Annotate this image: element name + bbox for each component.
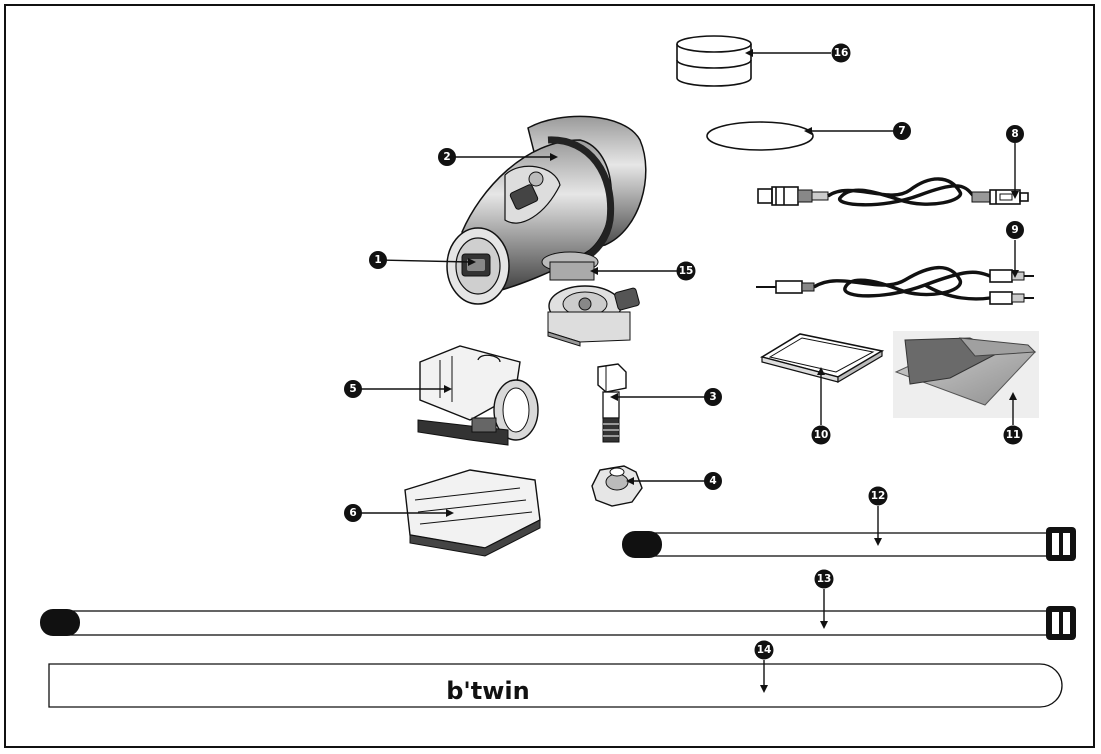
svg-text:15: 15: [679, 265, 694, 277]
svg-text:6: 6: [349, 507, 356, 519]
svg-text:12: 12: [871, 490, 886, 502]
callout-10: 10: [811, 425, 831, 445]
callout-16: 16: [831, 43, 851, 63]
callout-14: 14: [754, 640, 774, 660]
svg-text:9: 9: [1011, 224, 1018, 236]
item-12-short-strap: [622, 527, 1076, 561]
item-14-branded-strap: b'twin: [48, 663, 1063, 708]
callout-11: 11: [1003, 425, 1023, 445]
item-5-handlebar-clamp: [417, 345, 539, 446]
svg-text:4: 4: [709, 475, 716, 487]
item-camera: [446, 115, 647, 305]
callout-13: 13: [814, 569, 834, 589]
item-4-knob: [591, 465, 643, 507]
callout-7: 7: [893, 122, 911, 140]
callout-5: 5: [344, 380, 362, 398]
callout-12: 12: [868, 486, 888, 506]
leader-arrowheads: [444, 49, 1019, 693]
callout-1: 1: [369, 251, 387, 269]
item-13-long-strap: [40, 606, 1076, 640]
callout-3: 3: [704, 388, 722, 406]
svg-text:1: 1: [374, 254, 381, 266]
item-8-usb-cable: [757, 177, 1029, 207]
svg-text:7: 7: [898, 125, 905, 137]
callout-8: 8: [1006, 125, 1024, 143]
svg-text:3: 3: [709, 391, 716, 403]
svg-text:14: 14: [757, 644, 772, 656]
svg-text:5: 5: [349, 383, 356, 395]
item-16-disc: [676, 35, 752, 87]
svg-text:13: 13: [817, 573, 832, 585]
btwin-logo-text: b'twin: [446, 677, 529, 705]
item-9-av-cable: [756, 265, 1034, 305]
svg-text:16: 16: [834, 47, 849, 59]
svg-text:2: 2: [443, 151, 450, 163]
callout-9: 9: [1006, 221, 1024, 239]
item-10-adhesive-pad: [759, 333, 885, 384]
leader-lines: [353, 52, 1016, 688]
svg-text:8: 8: [1011, 128, 1018, 140]
callout-2: 2: [438, 148, 456, 166]
callout-4: 4: [704, 472, 722, 490]
svg-text:10: 10: [814, 429, 829, 441]
item-7-o-ring: [706, 121, 814, 151]
callout-15: 15: [676, 261, 696, 281]
item-11-velcro: [893, 331, 1039, 418]
callout-6: 6: [344, 504, 362, 522]
item-6-flat-mount: [404, 469, 541, 557]
item-3-bolt: [597, 363, 627, 443]
item-15-mount: [541, 251, 640, 347]
svg-text:11: 11: [1006, 429, 1021, 441]
